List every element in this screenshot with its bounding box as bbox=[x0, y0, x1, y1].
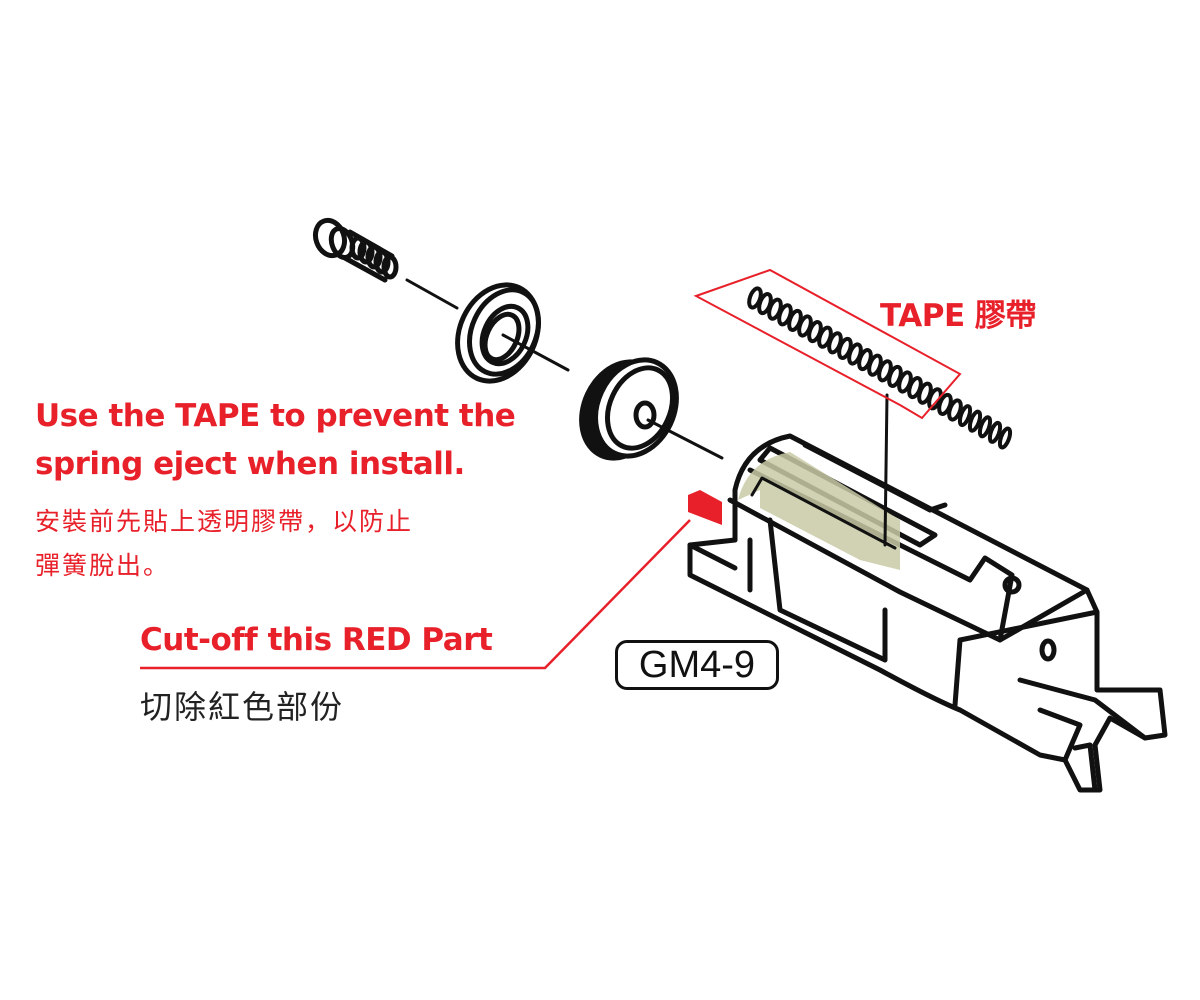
cutoff-label-zh: 切除紅色部份 bbox=[140, 688, 345, 726]
tape-outline bbox=[693, 268, 962, 420]
valve-cap bbox=[579, 357, 679, 461]
cutoff-leader-line bbox=[140, 519, 691, 670]
screw bbox=[312, 217, 399, 283]
red-cutoff-part bbox=[688, 490, 722, 525]
tape-label: TAPE 膠帶 bbox=[880, 298, 1036, 334]
spring-coil bbox=[957, 404, 973, 428]
instruction-zh-line1: 安裝前先貼上透明膠帶，以防止 bbox=[35, 507, 414, 536]
tape-leader-line bbox=[883, 393, 889, 547]
washer bbox=[455, 282, 541, 384]
spring-coil bbox=[977, 415, 993, 439]
instruction-en-line1: Use the TAPE to prevent the bbox=[35, 398, 516, 434]
spring-coil bbox=[947, 398, 963, 422]
assembly-line bbox=[405, 278, 459, 310]
spring-coil bbox=[967, 409, 983, 433]
assembly-line bbox=[646, 418, 724, 460]
spring-coil bbox=[997, 426, 1013, 450]
part-number-badge: GM4-9 bbox=[615, 640, 779, 690]
spring bbox=[747, 286, 1013, 450]
instruction-en-line2: spring eject when install. bbox=[35, 446, 465, 482]
instruction-zh-line2: 彈簧脫出。 bbox=[35, 551, 171, 580]
cutoff-label-en: Cut-off this RED Part bbox=[140, 622, 493, 658]
assembly-line bbox=[501, 333, 570, 372]
tape-on-body bbox=[738, 452, 900, 570]
spring-coil bbox=[987, 420, 1003, 444]
